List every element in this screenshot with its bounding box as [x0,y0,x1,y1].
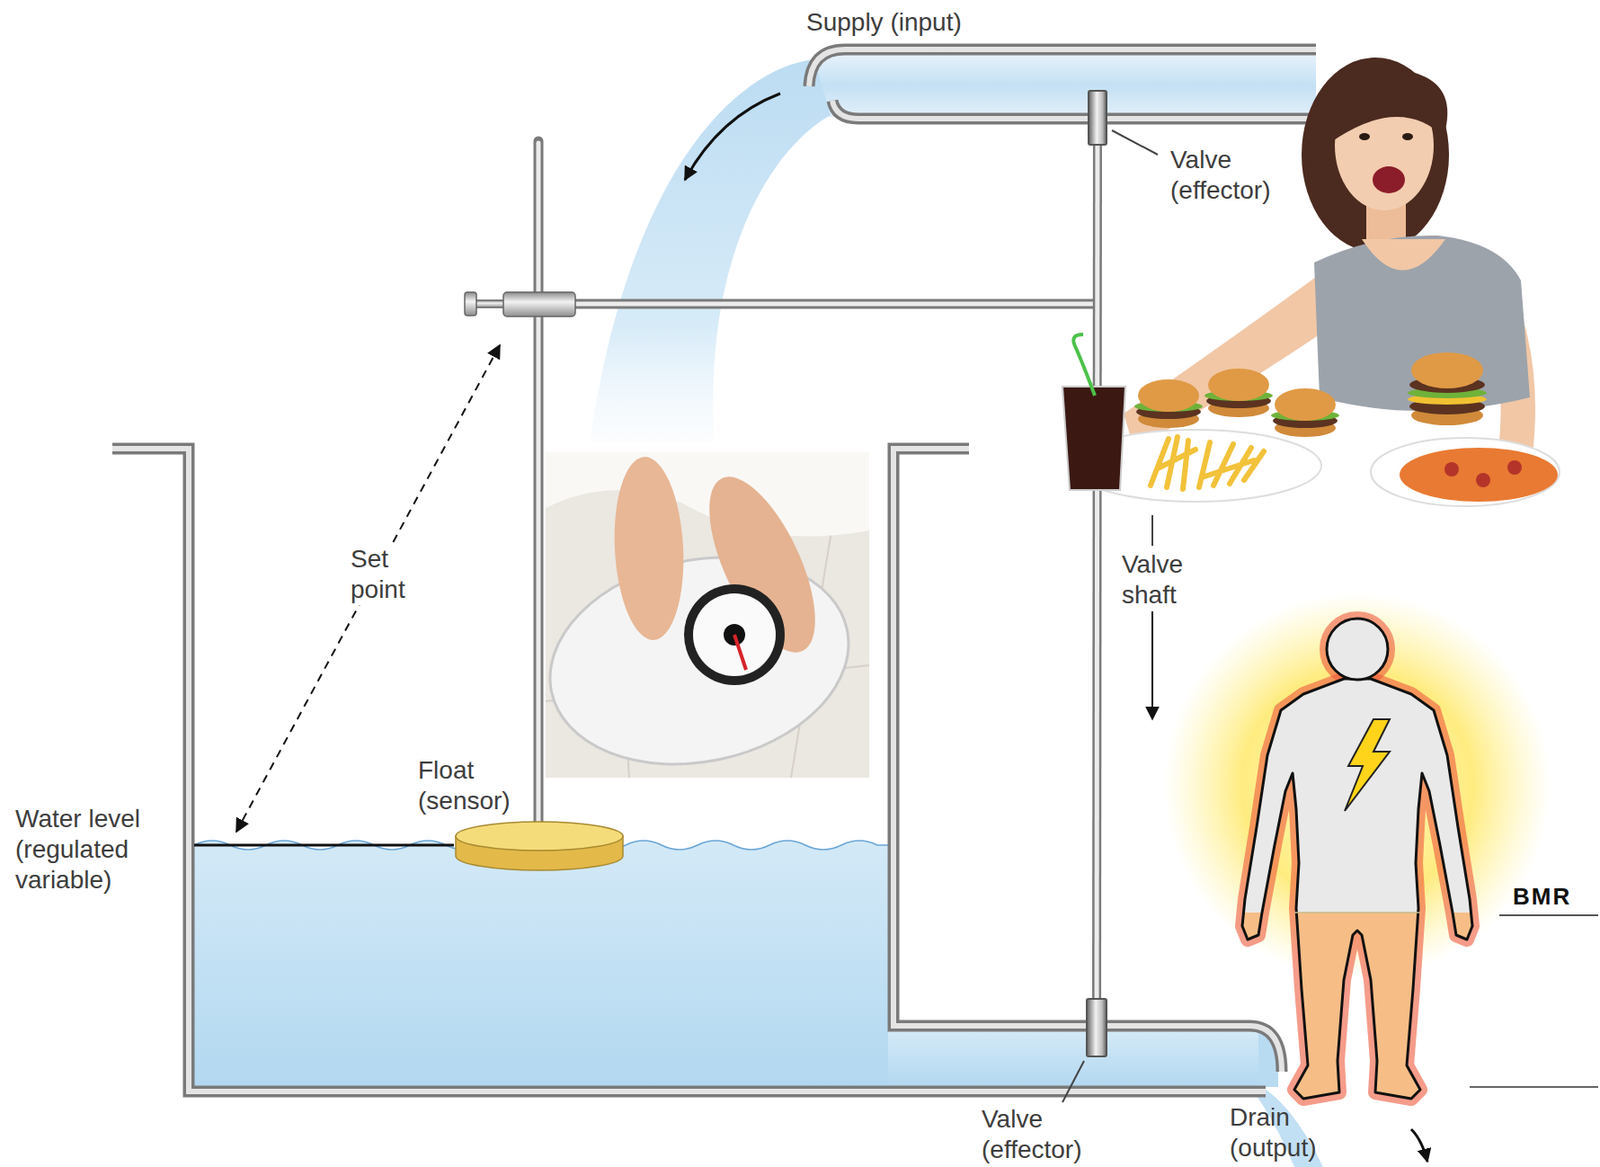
pepperoni [1475,472,1491,488]
burger-bun [1208,368,1270,401]
lightning-bolt [1344,719,1390,811]
supply-pipe-wall-inner [832,100,1316,119]
supply-label: Supply (input) [806,7,1040,38]
set-point-clamp [503,292,576,317]
bmr-level-line [1294,911,1421,914]
drain-arrow [1411,1128,1428,1162]
shaft-line [1092,145,1103,998]
supply-pipe-wall [808,49,1316,87]
eye [1359,133,1370,141]
head-glow [1326,618,1388,680]
supply-water [813,53,1316,117]
burger-bun [1411,352,1484,389]
shaft-line-inner [1094,145,1101,998]
float-rod-inner [536,142,542,826]
regulated-variable-label: Water level (regulated variable) [15,803,178,896]
scale-dial [684,584,785,685]
linkage-arm [575,299,1095,310]
water-stream [589,59,831,443]
tank-water [194,840,889,1087]
arm [1123,269,1349,450]
head-outline [1326,618,1388,680]
eye [1402,133,1414,141]
scale-needle [734,634,747,670]
glass [1062,386,1126,490]
set-point-knob [464,292,477,316]
leader-line [1111,130,1158,155]
supply-pipe-wall-inner [808,49,1316,87]
flow-arrow [684,93,781,180]
bmr-label: BMR [1512,880,1599,912]
mouth [1372,166,1405,194]
bathroom-scale [530,531,868,792]
outlet-water [888,1031,1266,1087]
pizza [1399,447,1558,502]
hair [1301,57,1449,252]
scale-dial-face [693,593,776,676]
float-sensor: Float (sensor) [453,821,625,874]
set-point-label: Set point [350,543,427,605]
valve-effector: Valve (effector) [1087,89,1108,146]
node-label: Valve (effector) [981,1103,1117,1165]
valve-shaft [1096,145,1099,998]
neckline [1361,239,1446,271]
leader-line [1062,1060,1085,1103]
plate [1370,437,1560,507]
bmr-line [1499,914,1599,916]
body-fill [1231,611,1484,1115]
water-level-line [194,844,454,847]
baseline [1469,1085,1599,1088]
drain-label: Drain (output) [1229,1102,1343,1164]
foot [610,454,689,642]
float-shape [453,821,625,874]
body-fill-lower [1231,912,1484,1115]
fries [1150,436,1264,489]
burger-bun [1137,379,1200,412]
hair-fringe [1321,70,1448,149]
direction-arrow [1151,611,1154,720]
valve-effector: Valve (effector) [1085,997,1108,1058]
set-point-screw [474,300,506,308]
towel [545,452,870,537]
pepperoni [1444,462,1459,477]
edge-label: Valve shaft [1121,549,1208,611]
float-top [455,821,623,851]
node-label: Float (sensor) [417,755,535,817]
body-outline [1242,678,1473,1099]
supply-pipe-wall [832,100,1316,119]
node-label: Valve (effector) [1170,144,1306,206]
straw [1073,334,1095,396]
linkage-arm-inner [575,302,1094,307]
shirt [1314,235,1530,411]
burger-bun [1274,388,1336,421]
float-rod [533,141,544,826]
leader-line [1151,515,1154,546]
pepperoni [1507,460,1522,475]
